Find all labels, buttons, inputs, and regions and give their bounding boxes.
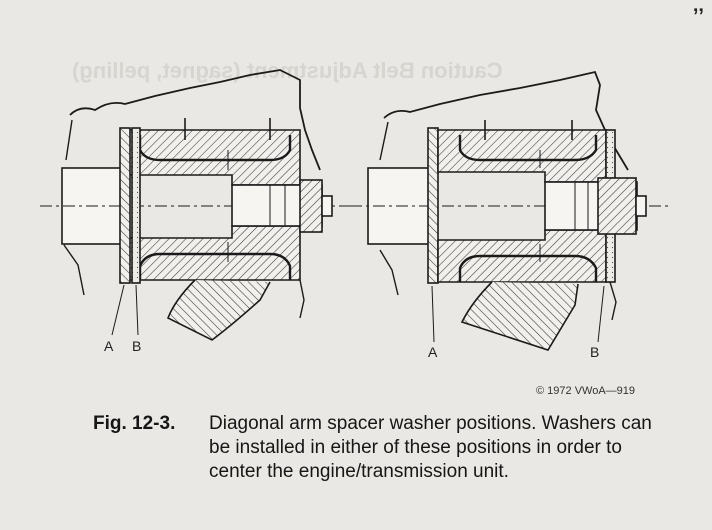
figure-number: Fig. 12-3.: [93, 413, 176, 434]
right-washer-a: [427, 127, 439, 284]
label-right-a: A: [428, 344, 438, 360]
left-lower-cup: [138, 252, 292, 280]
right-upper-cup: [458, 135, 598, 162]
right-arm: [460, 281, 579, 351]
left-washer-b: [131, 127, 141, 284]
label-left-b: B: [132, 338, 142, 354]
label-right-b: B: [590, 344, 600, 360]
left-housing-outline: [69, 69, 321, 171]
left-upper-cup: [138, 135, 292, 162]
label-left-a: A: [104, 338, 114, 354]
left-arm: [166, 279, 271, 341]
left-assembly: [40, 69, 350, 341]
copyright-notice: © 1972 VWoA—919: [536, 385, 636, 397]
right-assembly: [350, 70, 668, 351]
left-washer-a: [119, 127, 131, 284]
right-lower-cup: [458, 254, 598, 282]
right-housing-outline: [383, 70, 629, 171]
caption-text: Diagonal arm spacer washer positions. Wa…: [209, 413, 652, 483]
page-corner-mark: ‚‚: [692, 0, 704, 16]
